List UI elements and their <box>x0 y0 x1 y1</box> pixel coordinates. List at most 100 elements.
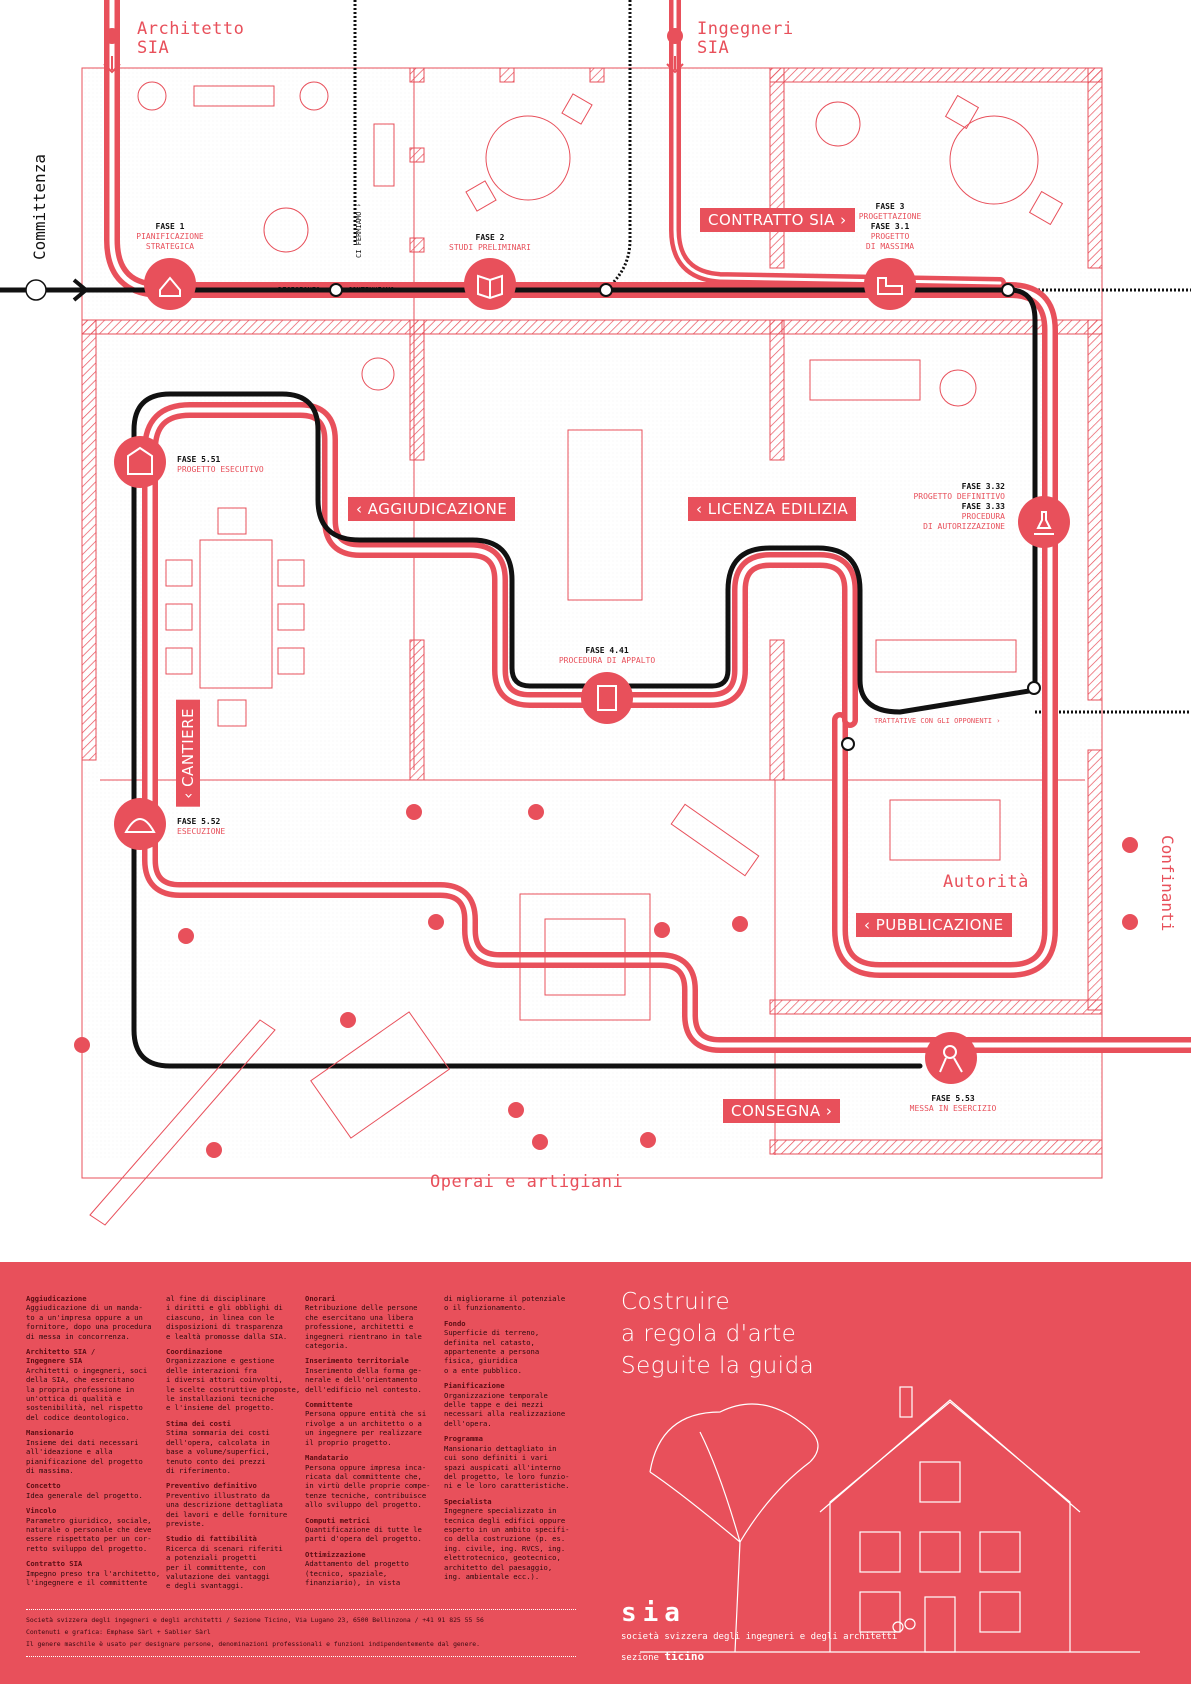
phase-5-51-name: PROGETTO ESECUTIVO <box>177 465 264 474</box>
station-fase-1 <box>144 258 196 310</box>
phase-2-number: FASE 2 <box>475 233 505 242</box>
phase-4-41-name: PROCEDURA DI APPALTO <box>558 656 656 665</box>
phase-5-52-label: FASE 5.52 ESECUZIONE <box>177 817 257 837</box>
glossary-term: Stima dei costi <box>166 1418 231 1428</box>
glossary-term: Fondo <box>444 1318 466 1328</box>
glossary-definition: Organizzazione e gestione delle interazi… <box>166 1356 301 1413</box>
phase-1-number: FASE 1 <box>155 222 185 231</box>
glossary-definition: Mansionario dettagliato in cui sono defi… <box>444 1443 570 1491</box>
engineers-label: Ingegneri SIA <box>697 19 794 58</box>
black-process-path <box>0 287 1038 1069</box>
credits-line-2: Contenuti e grafica: Emphase Sàrl + Sabl… <box>26 1628 211 1636</box>
glossary-definition: Organizzazione temporale delle tappe e d… <box>444 1390 566 1428</box>
continue-label: CONTINUIAMO › <box>348 286 403 294</box>
glossary-definition: Quantificazione di tutte le parti d'oper… <box>305 1524 422 1544</box>
phase-5-53-label: FASE 5.53 MESSA IN ESERCIZIO <box>903 1094 1003 1114</box>
pill-aggiudicazione: ‹ AGGIUDICAZIONE <box>348 497 516 521</box>
authority-label: Autorità <box>943 872 1029 892</box>
glossary-term: Committente <box>305 1400 353 1410</box>
glossary-term: Mandatario <box>305 1453 349 1463</box>
glossary-term: Studio di fattibilità <box>166 1534 257 1544</box>
keys-icon <box>939 1045 963 1073</box>
glossary-definition: Inserimento della forma ge- nerale e del… <box>305 1365 422 1394</box>
glossary-definition: Retribuzione delle persone che esercitan… <box>305 1303 422 1351</box>
glossary-term: Vincolo <box>26 1506 57 1516</box>
map-drawing <box>0 0 1191 1226</box>
sia-logo-section-prefix: sezione <box>621 1653 665 1663</box>
glossary-column-2: al fine di disciplinare i diritti e gli … <box>166 1294 301 1597</box>
glossary-definition: Persona oppure impresa inca- ricata dal … <box>305 1462 431 1510</box>
phase-3-1-name: PROGETTO DI MASSIMA <box>865 232 915 251</box>
stop-label: CI FERMIAMO › <box>355 203 363 258</box>
people-figures <box>74 28 1138 1158</box>
stamp-icon <box>1034 511 1054 535</box>
blueprint-icon <box>127 446 153 475</box>
slogan-line-2: a regola d'arte <box>621 1321 797 1347</box>
architect-arrow <box>103 56 121 74</box>
phase-5-53-number: FASE 5.53 <box>931 1094 975 1103</box>
glossary-definition: di migliorarne il potenziale o il funzio… <box>444 1294 566 1313</box>
phase-4-41-number: FASE 4.41 <box>585 646 629 655</box>
process-map: Architetto SIA Ingegneri SIA Committenza… <box>0 0 1191 1226</box>
engineers-arrow <box>666 56 684 74</box>
glossary-term: Architetto SIA / Ingegnere SIA <box>26 1347 96 1366</box>
glossary-definition: Insieme dei dati necessari all'ideazione… <box>26 1437 143 1475</box>
phase-3-name: PROGETTAZIONE <box>858 212 922 221</box>
glossary-term: Ottimizzazione <box>305 1549 366 1559</box>
glossary-definition: Architetti o ingegneri, soci della SIA, … <box>26 1365 148 1422</box>
phase-3-number: FASE 3 <box>875 202 905 211</box>
glossary-definition: Persona oppure entità che si rivolge a u… <box>305 1409 427 1447</box>
glossary-term: Preventivo definitivo <box>166 1481 257 1491</box>
phase-3-33-name: PROCEDURA DI AUTORIZZAZIONE <box>923 512 1005 531</box>
building-icon <box>877 277 903 295</box>
decision-nodes <box>329 283 1041 751</box>
phase-3-1-number: FASE 3.1 <box>870 222 910 231</box>
decision-label: DECISIONE? <box>278 286 321 294</box>
slogan-line-1: Costruire <box>621 1289 731 1315</box>
glossary-term: Computi metrici <box>305 1515 370 1525</box>
glossary-definition: Parametro giuridico, sociale, naturale o… <box>26 1515 152 1553</box>
phase-2-name: STUDI PRELIMINARI <box>449 243 531 252</box>
pill-consegna: CONSEGNA › <box>723 1099 841 1123</box>
phase-3-3-label: FASE 3.32 PROGETTO DEFINITIVO FASE 3.33 … <box>905 482 1005 532</box>
glossary-definition: Stima sommaria dei costi dell'opera, cal… <box>166 1428 270 1475</box>
phase-4-41-label: FASE 4.41 PROCEDURA DI APPALTO <box>548 646 666 666</box>
phase-1-name: PIANIFICAZIONE STRATEGICA <box>136 232 204 251</box>
phase-3-33-number: FASE 3.33 <box>961 502 1005 511</box>
phase-5-53-name: MESSA IN ESERCIZIO <box>909 1104 997 1113</box>
phase-3-32-number: FASE 3.32 <box>961 482 1005 491</box>
credits-line-1: Società svizzera degli ingegneri e degli… <box>26 1616 484 1624</box>
glossary-definition: Idea generale del progetto. <box>26 1490 143 1500</box>
book-icon <box>477 274 503 300</box>
glossary-term: Inserimento territoriale <box>305 1356 409 1366</box>
client-figure <box>25 279 47 301</box>
station-icons <box>124 274 1054 1073</box>
glossary-definition: Adattamento del progetto (tecnico, spazi… <box>305 1559 409 1587</box>
phase-2-label: FASE 2 STUDI PRELIMINARI <box>440 233 540 253</box>
house-illustration <box>640 1386 1140 1653</box>
glossary-term: Aggiudicazione <box>26 1294 87 1303</box>
phase-1-label: FASE 1 PIANIFICAZIONE STRATEGICA <box>128 222 212 252</box>
glossary-definition: Aggiudicazione di un manda- to a un'impr… <box>26 1303 152 1341</box>
hardhat-icon <box>124 818 156 833</box>
credits-divider-top <box>26 1609 576 1610</box>
workers-label: Operai e artigiani <box>430 1172 624 1192</box>
glossary-definition: Superficie di terreno, definita nel cata… <box>444 1328 540 1375</box>
glossary-term: Pianificazione <box>444 1381 505 1391</box>
sia-logo-name: società svizzera degli ingegneri e degli… <box>621 1632 898 1642</box>
glossary-definition: al fine di disciplinare i diritti e gli … <box>166 1294 288 1341</box>
glossary-term: Coordinazione <box>166 1347 223 1357</box>
glossary-term: Concetto <box>26 1481 61 1491</box>
phase-5-51-label: FASE 5.51 PROGETTO ESECUTIVO <box>177 455 287 475</box>
phase-3-label: FASE 3 PROGETTAZIONE FASE 3.1 PROGETTO D… <box>846 202 934 252</box>
start-arrow <box>72 278 90 302</box>
phase-3-32-name: PROGETTO DEFINITIVO <box>913 492 1005 501</box>
furniture-sketches <box>89 85 1064 1226</box>
phase-5-52-number: FASE 5.52 <box>177 817 221 826</box>
glossary-column-4: di migliorarne il potenziale o il funzio… <box>444 1294 579 1587</box>
glossary-term: Onorari <box>305 1294 336 1303</box>
glossary-term: Programma <box>444 1434 483 1444</box>
station-fase-5-51 <box>114 436 166 488</box>
sia-logo-section-name: ticino <box>664 1650 705 1663</box>
